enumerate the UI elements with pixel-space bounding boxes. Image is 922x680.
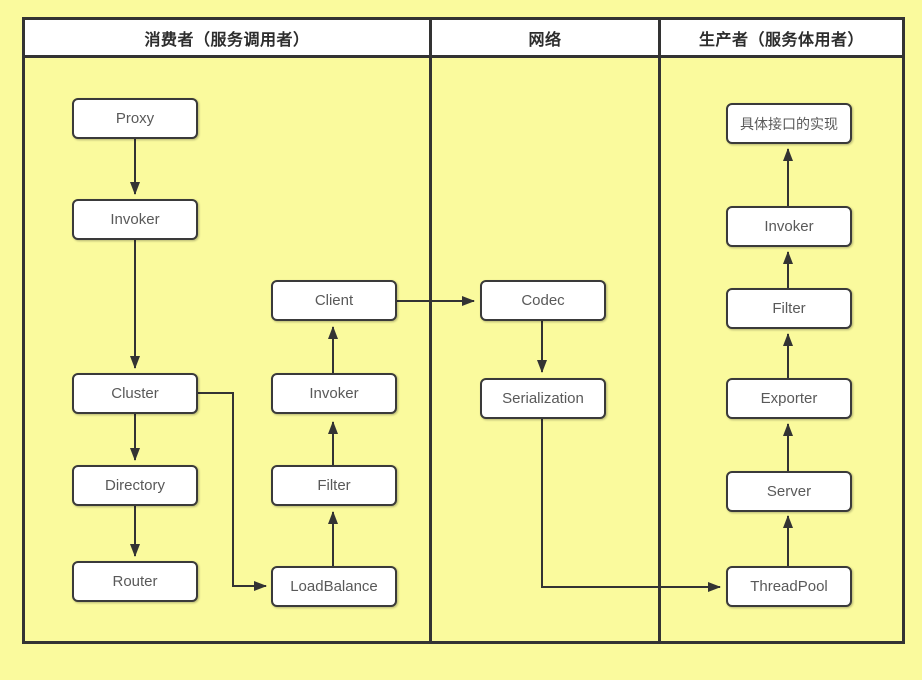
node-chain-invoker: Invoker <box>271 373 397 414</box>
node-directory: Directory <box>72 465 198 506</box>
node-router: Router <box>72 561 198 602</box>
node-proxy: Proxy <box>72 98 198 139</box>
diagram-frame: 消费者（服务调用者） 网络 生产者（服务体用者） <box>22 17 905 644</box>
column-provider: 生产者（服务体用者） <box>661 20 902 641</box>
node-server: Server <box>726 471 852 512</box>
column-header-network: 网络 <box>432 20 658 58</box>
column-header-provider: 生产者（服务体用者） <box>661 20 902 58</box>
node-serialization: Serialization <box>480 378 606 419</box>
node-consumer-invoker: Invoker <box>72 199 198 240</box>
column-consumer: 消费者（服务调用者） <box>25 20 432 641</box>
node-threadpool: ThreadPool <box>726 566 852 607</box>
node-cluster: Cluster <box>72 373 198 414</box>
node-codec: Codec <box>480 280 606 321</box>
node-provider-invoker: Invoker <box>726 206 852 247</box>
column-header-consumer: 消费者（服务调用者） <box>25 20 429 58</box>
node-client: Client <box>271 280 397 321</box>
node-loadbalance: LoadBalance <box>271 566 397 607</box>
node-chain-filter: Filter <box>271 465 397 506</box>
node-provider-filter: Filter <box>726 288 852 329</box>
node-exporter: Exporter <box>726 378 852 419</box>
column-body-network <box>432 58 658 641</box>
column-network: 网络 <box>432 20 661 641</box>
node-impl: 具体接口的实现 <box>726 103 852 144</box>
column-body-consumer <box>25 58 429 641</box>
column-body-provider <box>661 58 902 641</box>
